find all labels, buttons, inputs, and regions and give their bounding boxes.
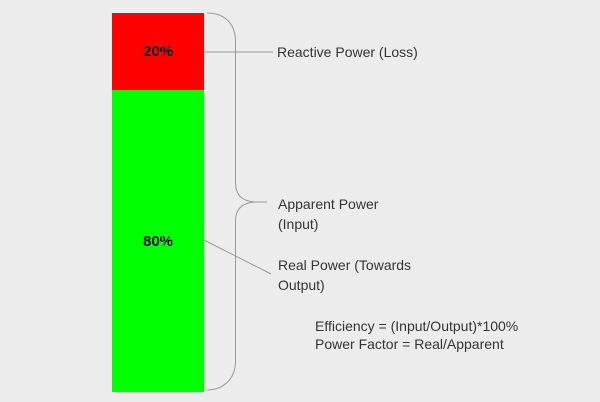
real-power-bar-segment xyxy=(112,90,204,392)
apparent-power-brace xyxy=(206,12,267,391)
reactive-power-label: Reactive Power (Loss) xyxy=(277,44,418,60)
reactive-power-bar-segment xyxy=(112,13,204,90)
real-power-label: Real Power (Towards Output) xyxy=(278,257,412,293)
real-connector-line xyxy=(203,239,272,275)
power-factor-formula-text: Power Factor = Real/Apparent xyxy=(315,336,504,352)
reactive-percent-label: 20% xyxy=(142,43,174,60)
real-percent-label: 80% xyxy=(142,232,174,250)
apparent-power-label: Apparent Power (Input) xyxy=(278,196,379,232)
efficiency-formula-text: Efficiency = (Input/Output)*100% xyxy=(315,318,519,334)
